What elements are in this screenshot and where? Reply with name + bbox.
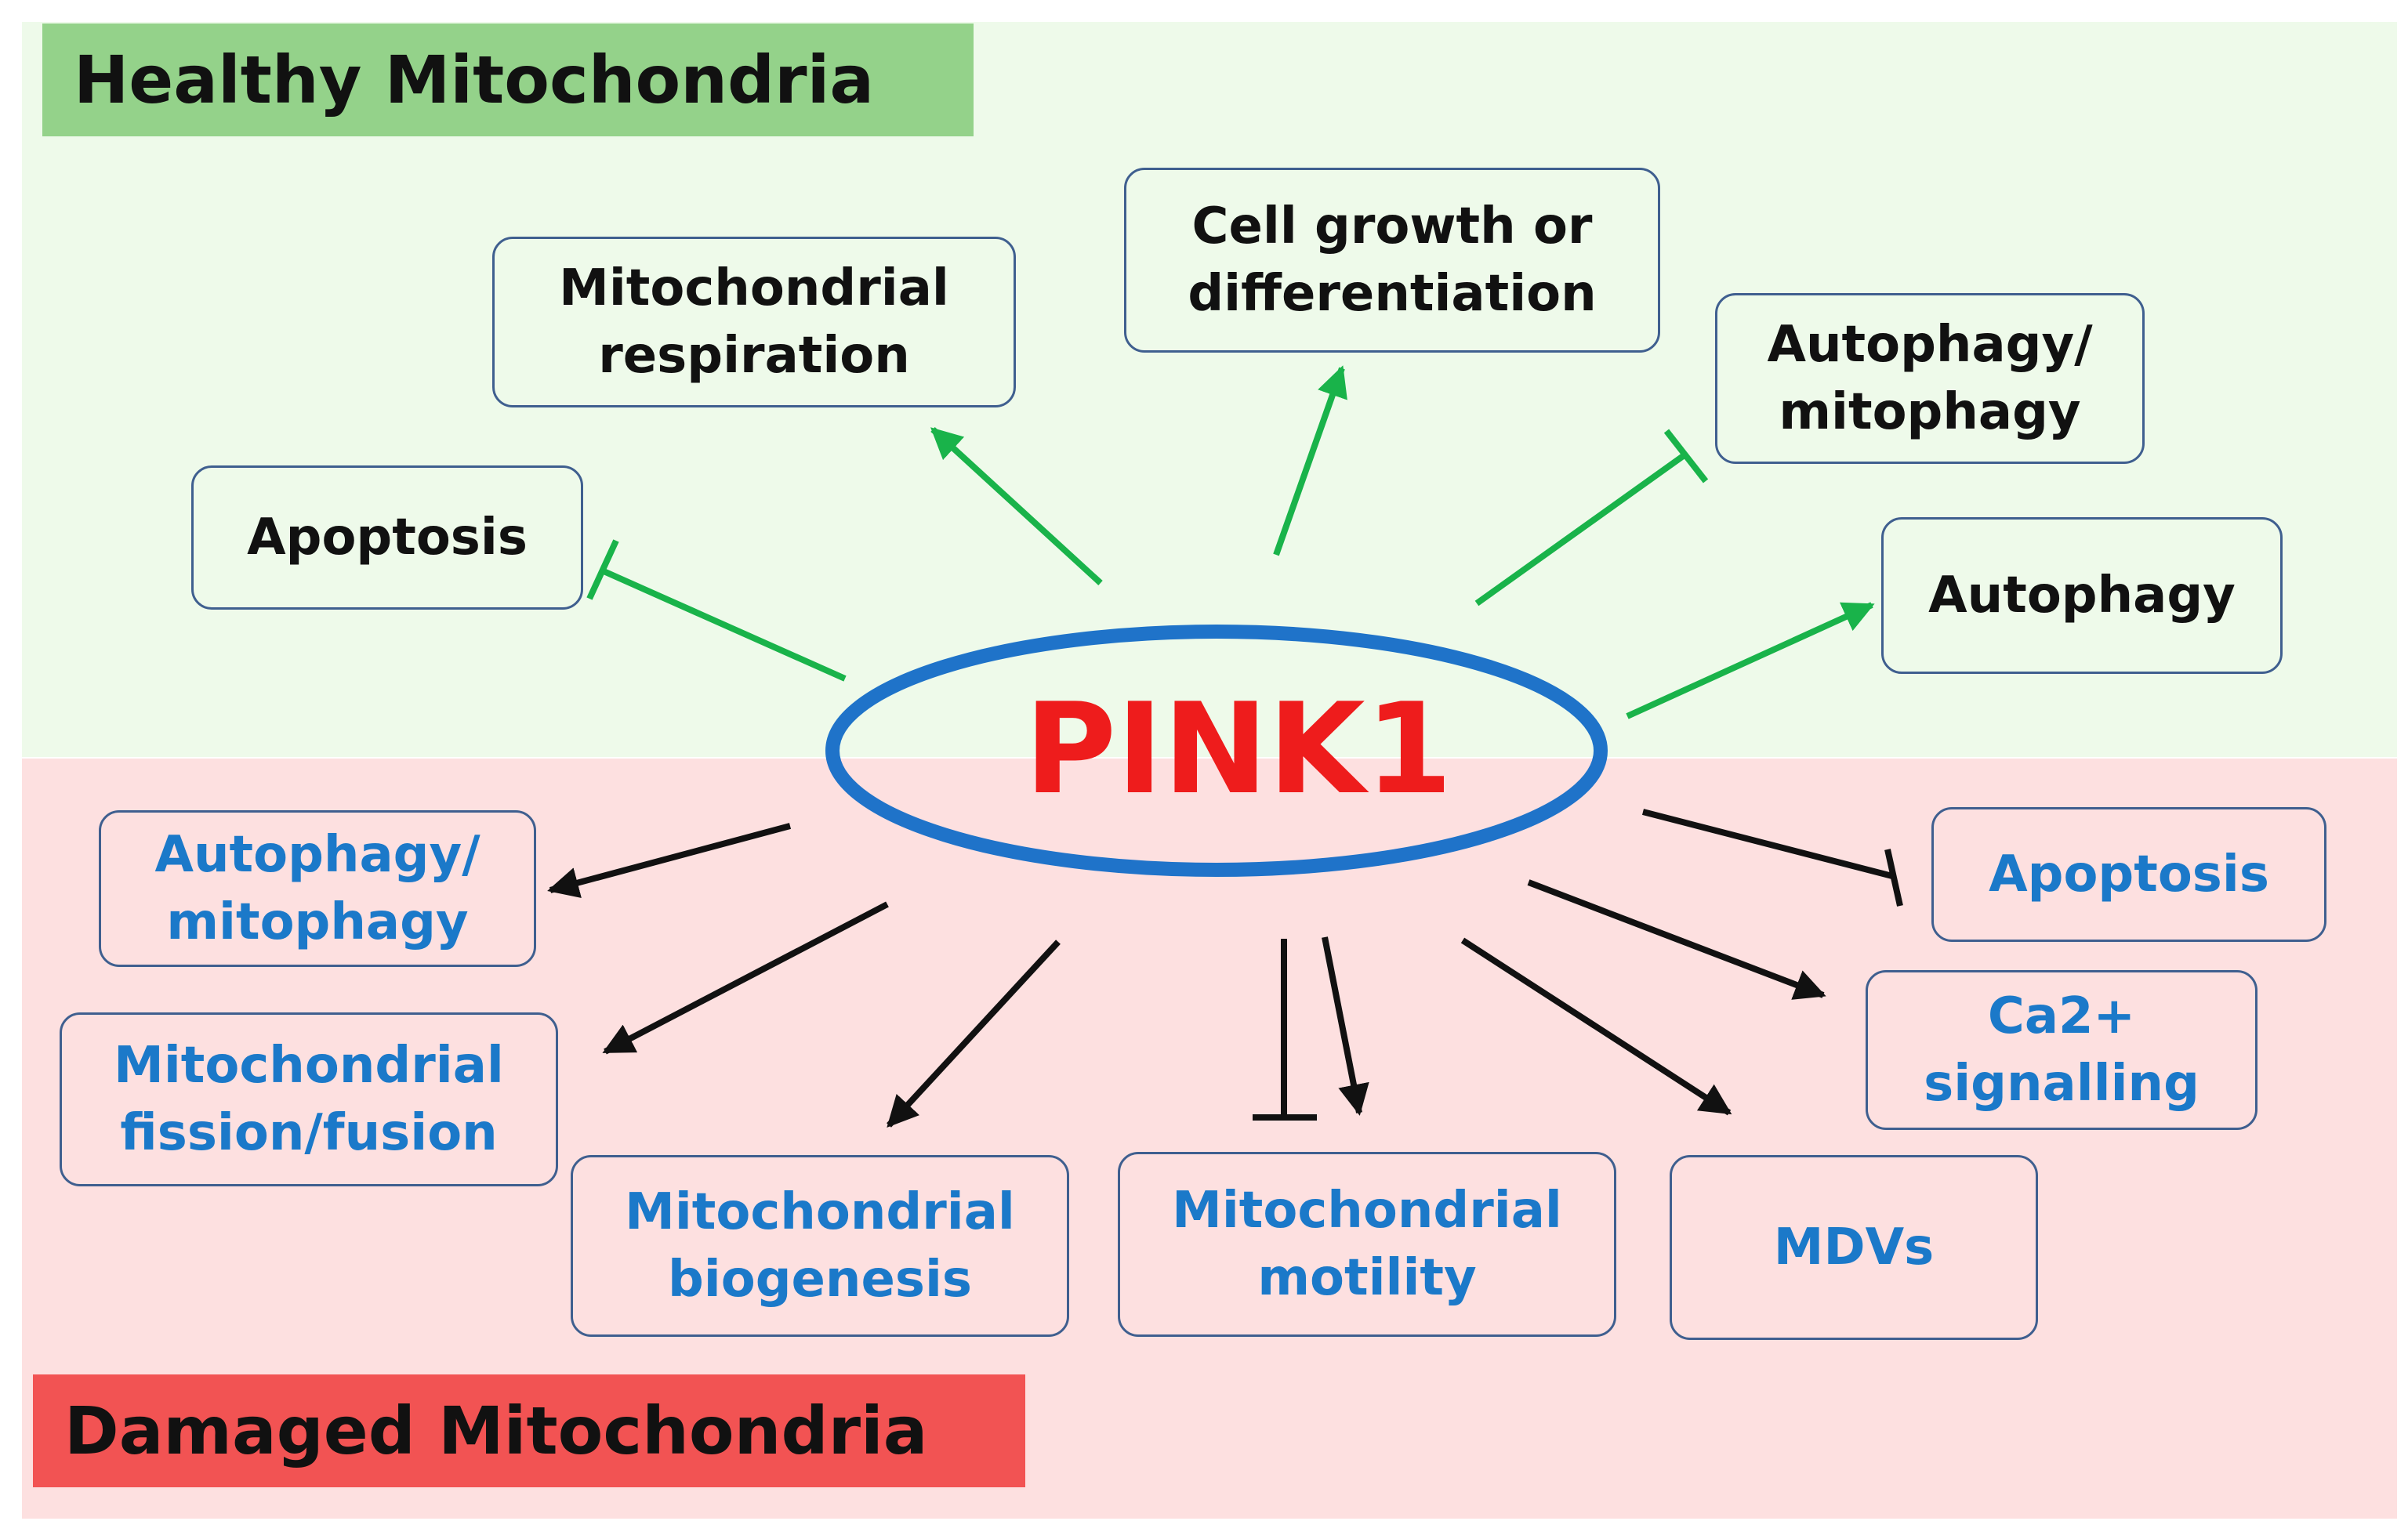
edge-damaged-mdvs	[1460, 937, 1732, 1116]
edge-healthy-inhibit-autophagy-mitophagy	[1474, 451, 1688, 607]
edge-healthy-inhibit-apoptosis	[600, 567, 847, 682]
node-damaged-motility: Mitochondrial motility	[1118, 1152, 1616, 1337]
edge-damaged-biogenesis	[887, 940, 1061, 1128]
edge-healthy-respiration	[930, 427, 1103, 585]
edge-damaged-autophagy-mitophagy	[547, 823, 792, 899]
node-damaged-apoptosis: Apoptosis	[1931, 807, 2326, 942]
edge-damaged-motility	[1322, 936, 1369, 1116]
edge-healthy-growth	[1273, 365, 1347, 556]
pink1-label: PINK1	[1024, 675, 1452, 822]
node-healthy-respiration: Mitochondrial respiration	[492, 237, 1016, 407]
node-healthy-apoptosis: Apoptosis	[191, 465, 583, 610]
edge-damaged-ca-signalling	[1527, 879, 1826, 1000]
inhibit-bar-damaged-apoptosis	[1884, 849, 1903, 907]
node-damaged-mdvs: MDVs	[1670, 1155, 2038, 1340]
node-damaged-fission-fusion: Mitochondrial fission/fusion	[60, 1012, 558, 1186]
edge-damaged-fission-fusion	[602, 901, 889, 1055]
node-healthy-autophagy: Autophagy	[1881, 517, 2283, 674]
node-damaged-biogenesis: Mitochondrial biogenesis	[571, 1155, 1069, 1337]
edge-damaged-inhibit-apoptosis	[1642, 809, 1893, 879]
node-healthy-autophagy-mitophagy: Autophagy/ mitophagy	[1715, 293, 2145, 464]
node-healthy-growth: Cell growth or differentiation	[1124, 168, 1660, 353]
healthy-title: Healthy Mitochondria	[42, 24, 974, 136]
edge-healthy-autophagy	[1626, 602, 1875, 719]
pink1-ring	[825, 625, 1608, 877]
node-damaged-ca-signalling: Ca2+ signalling	[1866, 970, 2258, 1130]
node-damaged-autophagy-mitophagy: Autophagy/ mitophagy	[99, 810, 536, 967]
inhibit-bar-healthy-apoptosis	[586, 539, 619, 600]
inhibit-bar-healthy-autophagy-mitophagy	[1663, 429, 1709, 483]
damaged-title: Damaged Mitochondria	[33, 1374, 1025, 1487]
